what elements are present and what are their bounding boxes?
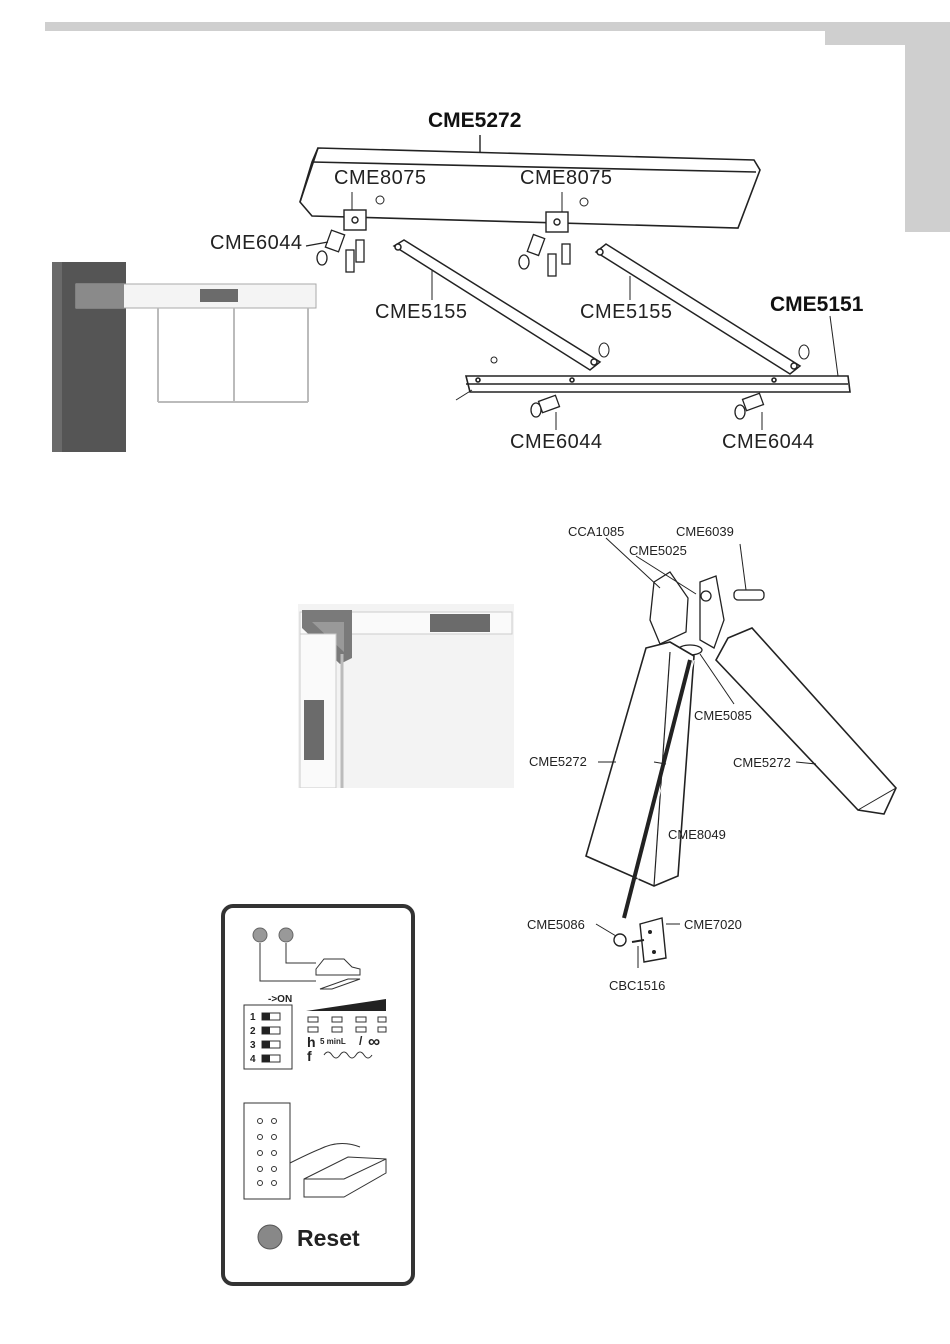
label-hinge-plate: CCA1085 (568, 525, 624, 538)
label-screw-bottom-right: CME6044 (722, 432, 814, 452)
label-arm-right: CME5272 (733, 756, 791, 769)
arm-logo (200, 289, 238, 302)
screws-bottom (531, 393, 764, 419)
label-bracket-left: CME8075 (334, 168, 426, 188)
reset-button (258, 1225, 282, 1249)
terminal-block (244, 1103, 290, 1199)
led-left (253, 928, 267, 942)
screws-left (306, 230, 364, 272)
label-strut-left: CME5155 (375, 302, 467, 322)
label-base-screw: CBC1516 (609, 979, 665, 992)
minl-label: 5 minL (320, 1037, 346, 1046)
bottom-beam (466, 376, 850, 392)
switch-2-label: 2 (250, 1026, 256, 1037)
label-rod: CME8049 (668, 828, 726, 841)
f-label: f (307, 1048, 312, 1064)
switch-1-label: 1 (250, 1012, 256, 1023)
skirt-grid (158, 308, 308, 402)
switch-4-label: 4 (250, 1054, 256, 1065)
hinge-plate (650, 572, 688, 644)
label-hinge-washer: CME5025 (629, 544, 687, 557)
reset-label: Reset (297, 1225, 360, 1252)
bracket-left (344, 210, 366, 230)
led-right (279, 928, 293, 942)
slash-label: / (359, 1035, 362, 1047)
label-arm-left: CME5272 (529, 755, 587, 768)
label-screw-bottom-left: CME6044 (510, 432, 602, 452)
label-strut-right: CME5155 (580, 302, 672, 322)
label-base-plate: CME7020 (684, 918, 742, 931)
bracket-right (546, 212, 568, 232)
infinity-label: ∞ (368, 1032, 380, 1052)
articulated-arm-photo (298, 604, 514, 788)
label-bracket-right: CME8075 (520, 168, 612, 188)
label-rod-end: CME5086 (527, 918, 585, 931)
label-hinge-pin: CME6039 (676, 525, 734, 538)
switch-3-label: 3 (250, 1040, 256, 1051)
label-hinge-bush: CME5085 (694, 709, 752, 722)
screws-right (519, 234, 570, 276)
hinge-pin (734, 590, 764, 600)
label-screw-top-left: CME6044 (210, 233, 302, 253)
on-label: ->ON (268, 994, 292, 1005)
skirt-exploded-diagram (0, 0, 950, 470)
label-top-beam: CME5272 (428, 110, 521, 131)
hinge-washer (701, 591, 711, 601)
label-bottom-beam: CME5151 (770, 294, 863, 315)
